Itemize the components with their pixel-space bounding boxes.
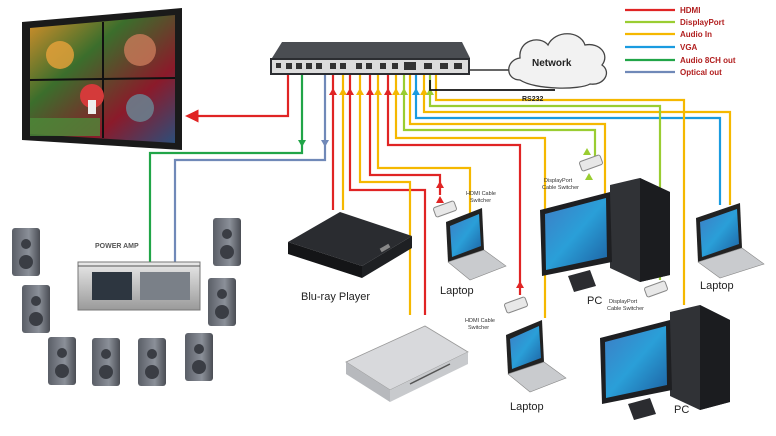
speaker-icon — [48, 337, 76, 385]
dp-switcher-2: DisplayPort Cable Switcher — [607, 280, 668, 312]
legend-label-audio-8ch: Audio 8CH out — [680, 56, 736, 65]
speaker-icon — [12, 228, 40, 276]
dp-switcher-1-label-1: DisplayPort — [544, 178, 573, 184]
legend-item-audio-8ch: Audio 8CH out — [625, 56, 736, 65]
legend-label-optical: Optical out — [680, 68, 722, 77]
speaker-icon — [213, 218, 241, 266]
pc-tower-icon — [670, 305, 730, 410]
cable-vga-laptop3 — [414, 75, 722, 205]
laptop-2-label: Laptop — [510, 401, 544, 413]
cable-pc2-audio — [434, 75, 686, 305]
hdmi-switcher-2-label-1: HDMI Cable — [465, 318, 495, 324]
pc-tower-icon — [610, 178, 670, 282]
cable-rs232 — [429, 80, 555, 91]
cable-player2-audio — [358, 75, 412, 315]
legend-label-displayport: DisplayPort — [680, 18, 725, 27]
tv-display-icon — [22, 8, 182, 150]
cable-pc1-audio — [408, 75, 607, 210]
hdmi-switcher-1: HDMI Cable Switcher — [433, 191, 496, 218]
laptop-3-label: Laptop — [700, 280, 734, 292]
laptop-1-label: Laptop — [440, 285, 474, 297]
legend-item-vga: VGA — [625, 43, 698, 52]
hdmi-switcher-1-label-2: Switcher — [470, 198, 491, 204]
power-amp-icon — [77, 261, 201, 311]
speaker-icon — [138, 338, 166, 386]
dp-switcher-1: DisplayPort Cable Switcher — [542, 154, 603, 191]
monitor-icon — [540, 192, 612, 292]
dp-switcher-2-label-1: DisplayPort — [609, 299, 638, 305]
cable-laptop1-audio — [376, 75, 472, 215]
switcher-icon — [270, 42, 470, 75]
legend-item-displayport: DisplayPort — [625, 18, 725, 27]
cable-hdmi-out-tv — [185, 75, 290, 123]
monitor-icon — [600, 320, 672, 420]
legend-label-vga: VGA — [680, 43, 698, 52]
speaker-icon — [22, 285, 50, 333]
cable-audio-8ch — [148, 75, 304, 265]
rs232-label: RS232 — [522, 96, 544, 103]
dp-switcher-1-label-2: Cable Switcher — [542, 185, 579, 191]
legend-item-optical: Optical out — [625, 68, 722, 77]
legend: HDMI DisplayPort Audio In VGA Audio 8CH … — [625, 6, 736, 77]
legend-item-hdmi: HDMI — [625, 6, 700, 15]
cable-pc1-dp — [402, 75, 597, 158]
speakers — [12, 218, 241, 386]
hdmi-switcher-1-label-1: HDMI Cable — [466, 191, 496, 197]
speaker-icon — [92, 338, 120, 386]
bluray-label: Blu-ray Player — [301, 291, 370, 303]
pc-1-label: PC — [587, 295, 602, 307]
cable-player2-hdmi — [348, 75, 427, 315]
legend-item-audio-in: Audio In — [625, 30, 712, 39]
pc-2-label: PC — [674, 404, 689, 416]
hdmi-switcher-2: HDMI Cable Switcher — [465, 296, 528, 331]
cable-laptop2-hdmi — [386, 75, 522, 295]
legend-label-hdmi: HDMI — [680, 6, 700, 15]
power-amp-label: POWER AMP — [95, 243, 139, 250]
speaker-icon — [208, 278, 236, 326]
cable-optical — [173, 75, 327, 265]
dp-switcher-2-label-2: Cable Switcher — [607, 306, 644, 312]
laptop-icon — [506, 320, 567, 393]
cloud-icon: Network — [508, 33, 607, 89]
network-label: Network — [532, 58, 572, 69]
hdmi-switcher-2-label-2: Switcher — [468, 325, 489, 331]
laptop-icon — [446, 208, 507, 281]
laptop-icon — [696, 203, 765, 279]
bluray-player-icon — [288, 212, 412, 278]
legend-label-audio-in: Audio In — [680, 30, 712, 39]
speaker-icon — [185, 333, 213, 381]
media-player-icon — [345, 325, 469, 402]
